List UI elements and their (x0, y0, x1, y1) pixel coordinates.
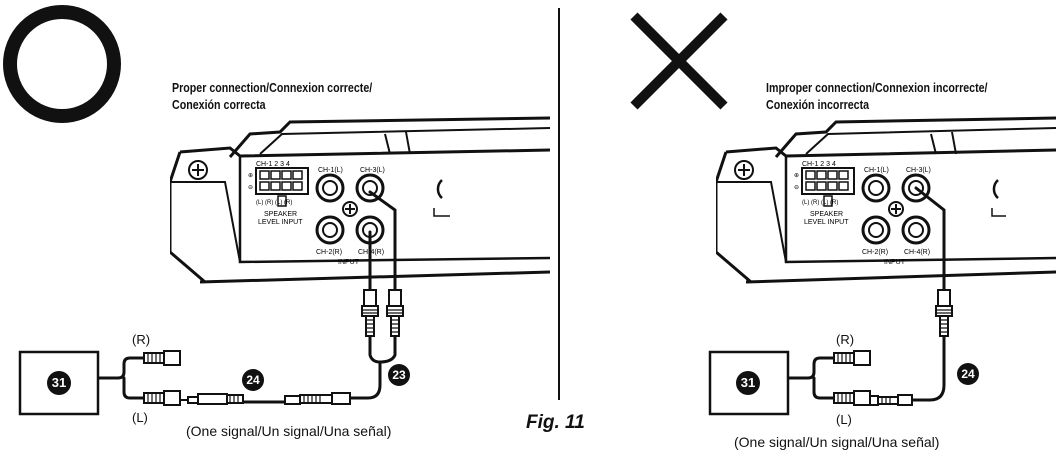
left-source-unit-callout: 31 (47, 371, 71, 395)
right-label-r: (R) (836, 332, 855, 347)
left-amplifier-diagram: CH-1 2 3 4 ⊕ ⊖ (L) (R) (L) (R) SPEAKER LE… (170, 116, 550, 284)
left-label-l: (L) (132, 410, 148, 425)
right-source-unit-callout: 31 (736, 371, 760, 395)
left-jack-ch3-label: CH-3(L) (360, 167, 385, 174)
left-jack-ch2-label: CH-2(R) (316, 249, 342, 256)
circle-mark-icon (3, 5, 121, 123)
svg-text:⊕: ⊕ (248, 173, 253, 179)
left-cable-callout: 24 (242, 369, 264, 391)
panel-divider (558, 8, 560, 400)
left-title-line2: Conexión correcta (172, 97, 266, 112)
left-ycable-callout: 23 (388, 364, 410, 386)
left-label-r: (R) (132, 332, 151, 347)
svg-text:⊖: ⊖ (248, 185, 253, 191)
right-jack-ch1-label: CH-1(L) (864, 167, 889, 174)
left-input-label: INPUT (338, 259, 360, 266)
right-cable-diagram (708, 186, 953, 416)
left-cable-diagram (18, 190, 404, 416)
left-jack-ch1-label: CH-1(L) (318, 167, 343, 174)
right-title-line2: Conexión incorrecta (766, 97, 870, 112)
right-speaker-label-1: SPEAKER (810, 211, 843, 218)
figure-label: Fig. 11 (526, 412, 585, 433)
right-amplifier-diagram: CH-1 2 3 4 ⊕ ⊖ (L) (R) (L) (R) SPEAKER LE… (716, 116, 1056, 284)
left-speaker-label-2: LEVEL INPUT (258, 219, 303, 226)
left-caption: (One signal/Un signal/Una señal) (186, 423, 392, 439)
right-jack-ch4-label: CH-4(R) (904, 249, 930, 256)
right-label-l: (L) (836, 412, 852, 427)
left-speaker-label-1: SPEAKER (264, 211, 297, 218)
right-caption: (One signal/Un signal/Una señal) (734, 434, 940, 450)
svg-text:⊕: ⊕ (794, 173, 799, 179)
svg-text:⊖: ⊖ (794, 185, 799, 191)
right-jack-ch3-label: CH-3(L) (906, 167, 931, 174)
right-lr-label: (L) (R) (L) (R) (802, 200, 838, 206)
right-cable-callout: 24 (957, 363, 979, 385)
cross-mark-icon (630, 12, 728, 110)
left-title-line1: Proper connection/Connexion correcte/ (172, 80, 373, 95)
right-speaker-label-2: LEVEL INPUT (804, 219, 849, 226)
right-jack-ch2-label: CH-2(R) (862, 249, 888, 256)
left-lr-label: (L) (R) (L) (R) (256, 200, 292, 206)
left-ch-header: CH-1 2 3 4 (256, 161, 290, 168)
right-ch-header: CH-1 2 3 4 (802, 161, 836, 168)
right-title-line1: Improper connection/Connexion incorrecte… (766, 80, 988, 95)
right-input-label: INPUT (884, 259, 906, 266)
